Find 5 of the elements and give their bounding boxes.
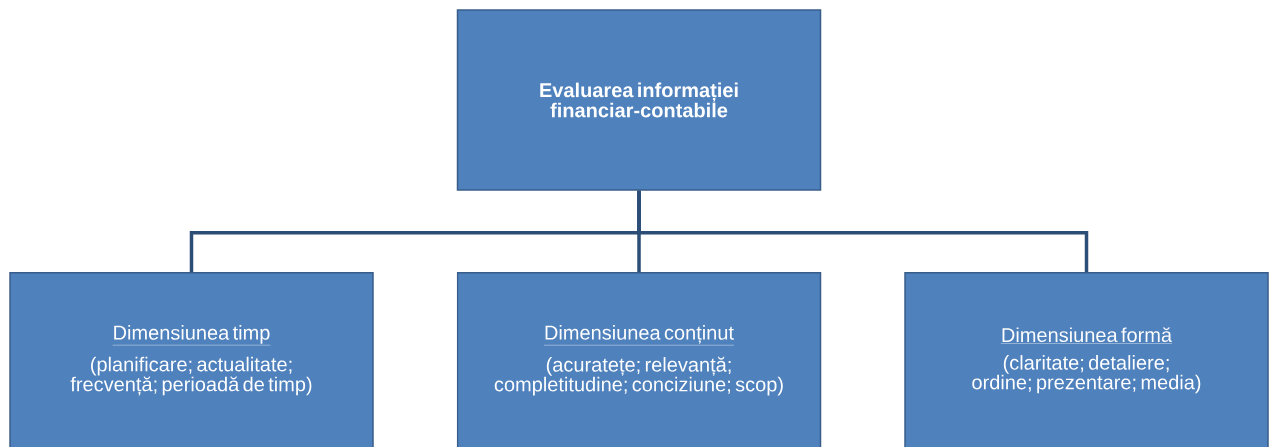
dimension-box: Dimensiunea formă (claritate; detaliere; ordine; prezentare; media) — [904, 272, 1269, 447]
title-box: Evaluarea informației financiar-contabile — [456, 9, 822, 191]
connector — [637, 190, 1089, 272]
dimension-box: Dimensiunea conținut (acuratețe; relevanță; completitudine; conciziune; scop) — [456, 272, 822, 447]
dimension-box: Dimensiunea timp (planificare; actualitate; frecvență; perioadă de timp) — [9, 272, 374, 447]
